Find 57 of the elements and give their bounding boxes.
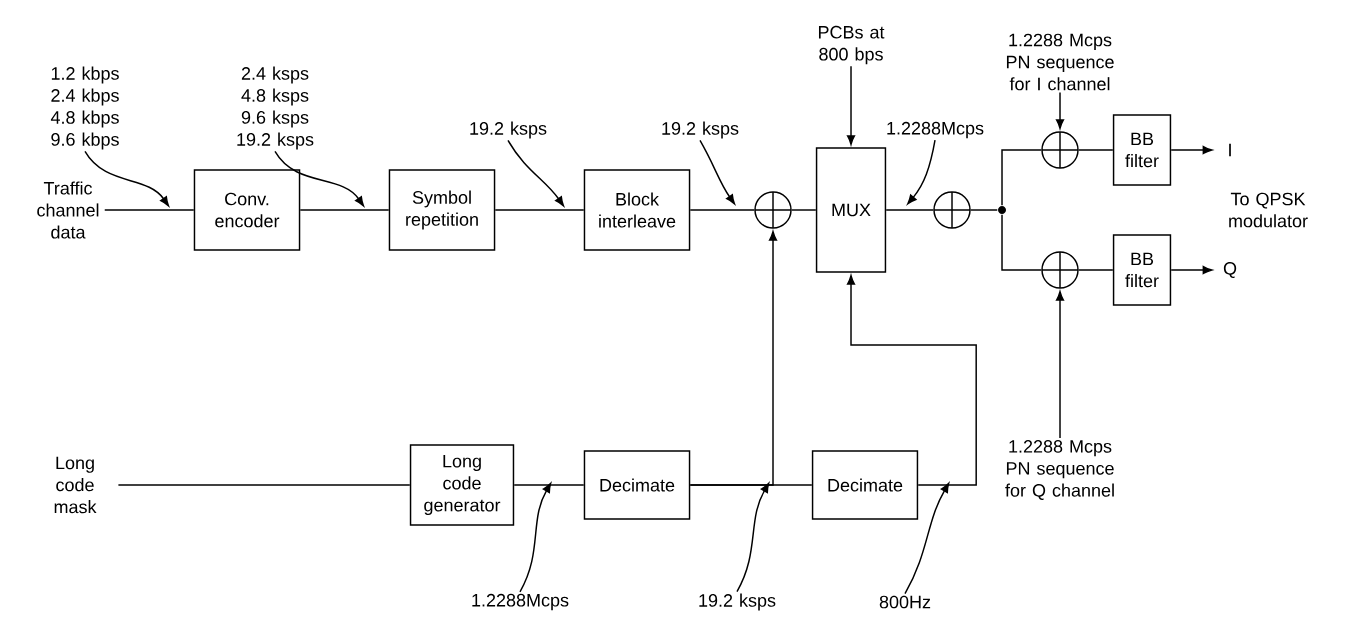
arrow (1170, 265, 1213, 275)
signal-label: I (1229, 143, 1231, 157)
process-box: Conv. encoder (193, 169, 301, 251)
signal-label: Traffic channel data (37, 181, 99, 239)
leader-arrow (907, 139, 936, 205)
signal-line (513, 484, 585, 486)
leader-arrow (274, 150, 365, 207)
note-label: To QPSK modulator (1229, 192, 1308, 228)
signal-label: PCBs at 800 bps (819, 25, 885, 65)
signal-label: 800Hz (879, 595, 931, 609)
arrow (1055, 290, 1065, 439)
process-box: Symbol repetition (388, 169, 496, 251)
signal-line (689, 209, 755, 211)
signal-line (689, 484, 813, 486)
signal-label: 1.2288 Mcps PN sequence for I channel (1006, 33, 1114, 91)
xor-symbol (1041, 131, 1079, 169)
process-box: Decimate (583, 450, 691, 520)
signal-line (791, 209, 817, 211)
leader-arrow (904, 482, 950, 595)
process-box: MUX (815, 147, 887, 273)
signal-label: 1.2288 Mcps PN sequence for Q channel (1005, 440, 1114, 500)
leader-arrow (84, 150, 170, 207)
process-box: BB filter (1112, 114, 1172, 186)
signal-line (885, 209, 934, 211)
process-box: Long code generator (409, 444, 515, 526)
signal-line (1078, 149, 1114, 151)
signal-line (970, 209, 998, 211)
arrow (1055, 91, 1065, 130)
leader-arrow (507, 139, 565, 207)
arrow (846, 274, 977, 486)
xor-symbol (933, 191, 971, 229)
leader-arrow (699, 139, 736, 205)
signal-line (1078, 269, 1114, 271)
leader-arrow (736, 482, 770, 593)
signal-line (117, 484, 411, 486)
signal-line (1001, 149, 1042, 206)
signal-line (1001, 214, 1042, 271)
signal-label: 19.2 ksps (662, 121, 739, 139)
signal-label: 1.2 kbps 2.4 kbps 4.8 kbps 9.6 kbps (50, 66, 119, 150)
signal-label: Q (1223, 262, 1237, 278)
arrow (846, 65, 856, 146)
process-box: Block interleave (583, 169, 691, 251)
signal-label: 1.2288Mcps (472, 593, 569, 611)
xor-symbol (1041, 251, 1079, 289)
signal-label: 1.2288Mcps (887, 121, 984, 139)
signal-label: 19.2 ksps (470, 121, 547, 139)
xor-symbol (754, 191, 792, 229)
process-box: Decimate (811, 450, 919, 520)
signal-line (494, 209, 585, 211)
signal-label: 19.2 ksps (699, 593, 776, 611)
leader-arrow (519, 482, 552, 593)
signal-label: Long code mask (54, 456, 97, 514)
arrow (1170, 145, 1213, 155)
signal-line (299, 209, 390, 211)
signal-line (104, 209, 195, 211)
signal-label: 2.4 ksps 4.8 ksps 9.6 ksps 19.2 ksps (237, 66, 314, 150)
process-box: BB filter (1112, 234, 1172, 306)
